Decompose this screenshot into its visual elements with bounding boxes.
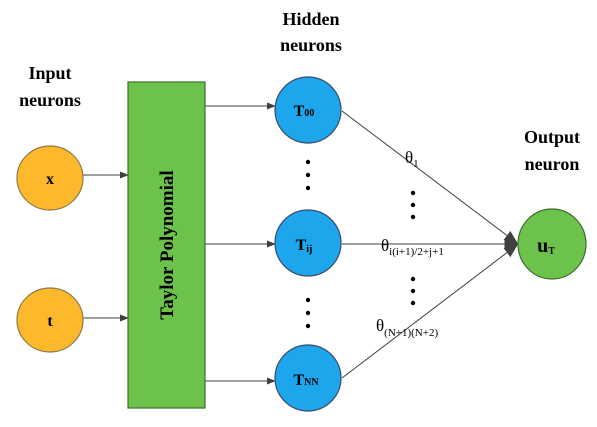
hidden-ellipsis-upper — [305, 159, 311, 191]
hidden-header-line2: neurons — [280, 35, 342, 55]
edge-tnn-to-output — [341, 244, 519, 379]
weight-theta-1: θ1 — [405, 148, 419, 170]
hidden-header-line1: Hidden — [282, 9, 339, 29]
edge-t00-to-output — [341, 110, 519, 244]
weight-ellipsis-upper — [410, 190, 416, 220]
hidden-node-tnn-label: TNN — [293, 372, 319, 389]
weight-theta-ij: θi(i+1)/2+j+1 — [381, 236, 444, 258]
hidden-ellipsis-lower — [305, 297, 311, 329]
taylor-polynomial-label: Taylor Polynomial — [157, 170, 178, 319]
input-node-t-label: t — [47, 313, 53, 330]
hidden-node-tij: Tij — [274, 209, 342, 277]
taylor-polynomial-block: Taylor Polynomial — [127, 81, 206, 409]
hidden-node-tnn: TNN — [274, 344, 342, 412]
input-node-t: t — [16, 287, 84, 353]
output-header-line2: neuron — [525, 154, 580, 174]
hidden-node-tij-label: Tij — [296, 237, 313, 255]
hidden-node-t00: T00 — [274, 76, 342, 144]
hidden-neurons-header: Hidden neurons — [280, 9, 342, 55]
output-node-ut: uT — [517, 208, 587, 280]
weight-ellipsis-lower — [410, 276, 416, 306]
output-neuron-header: Output neuron — [524, 127, 580, 174]
input-node-x: x — [16, 145, 84, 211]
input-header-line2: neurons — [19, 90, 81, 110]
input-neurons-header: Input neurons — [19, 63, 81, 110]
weight-theta-last: θ(N+1)(N+2) — [376, 316, 438, 339]
output-node-label: uT — [537, 235, 555, 257]
input-node-x-label: x — [46, 171, 54, 188]
hidden-node-t00-label: T00 — [294, 103, 315, 120]
output-header-line1: Output — [524, 127, 580, 147]
input-header-line1: Input — [28, 63, 71, 83]
